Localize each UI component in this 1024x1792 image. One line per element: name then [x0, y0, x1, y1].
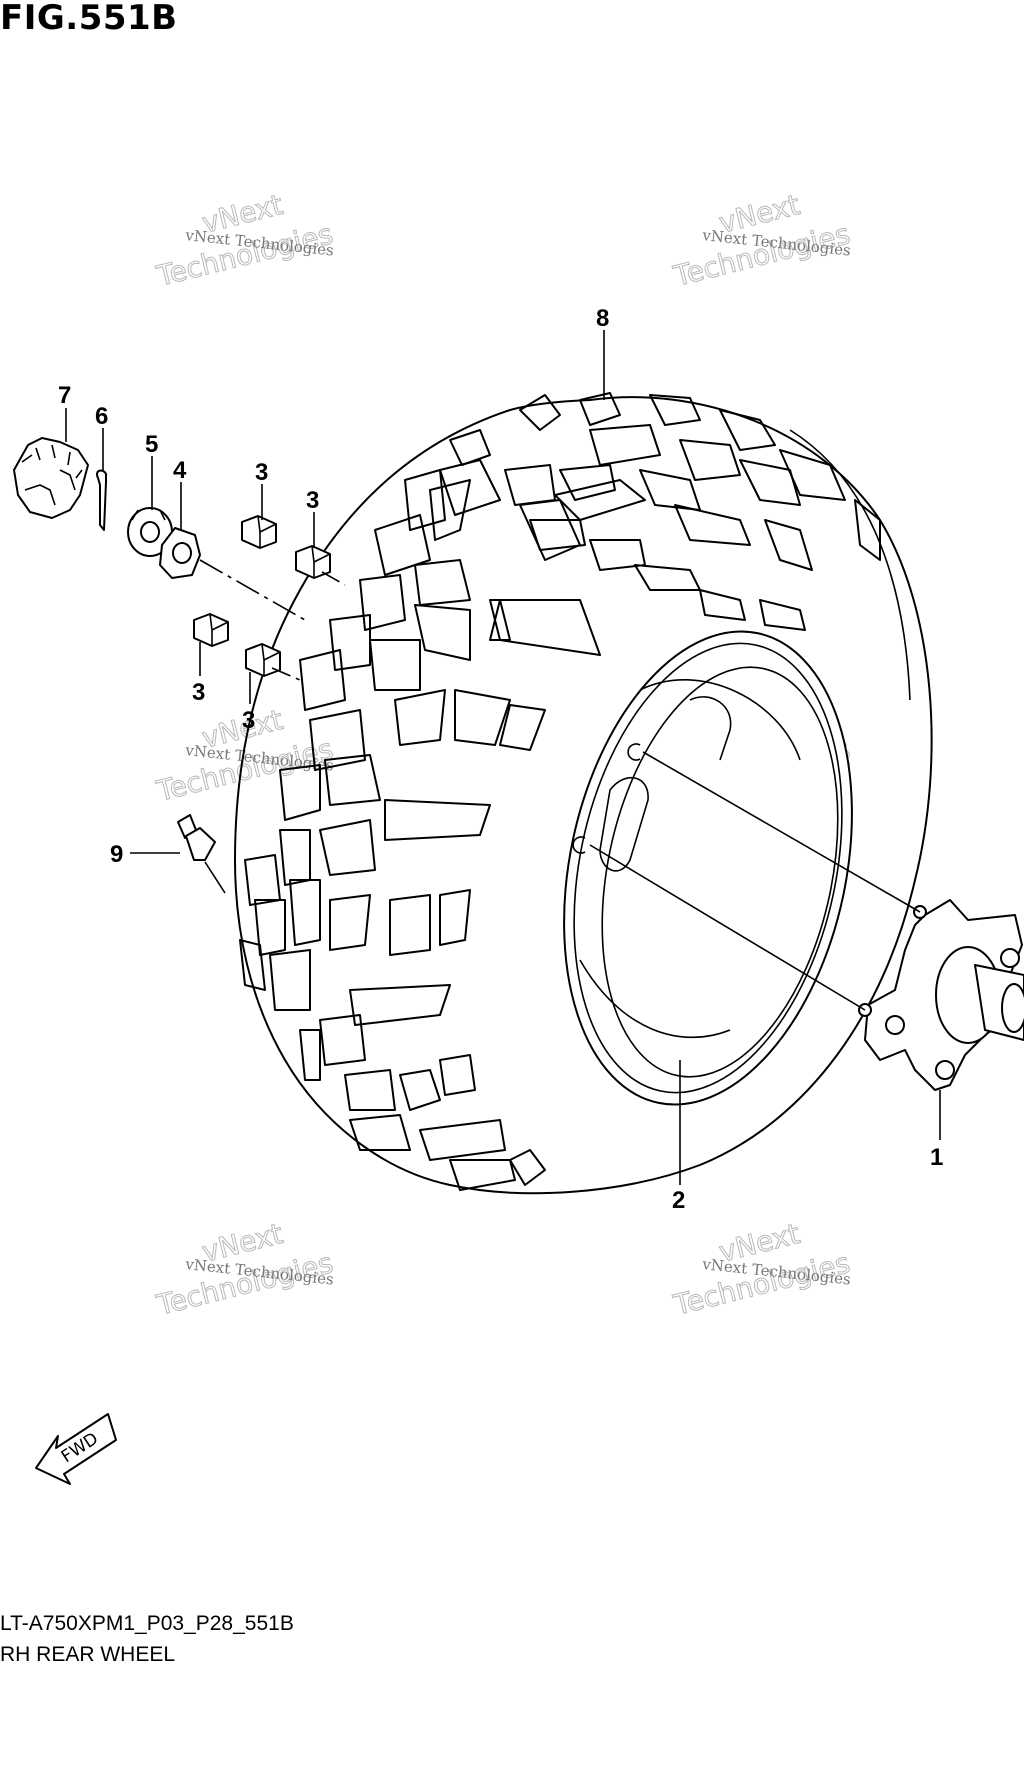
fwd-arrow-icon	[35, 1413, 117, 1485]
callout-wheel-nut: 3	[192, 679, 205, 706]
tread-lugs	[239, 392, 881, 1191]
figure-footer: LT-A750XPM1_P03_P28_551B RH REAR WHEEL	[0, 1608, 294, 1670]
wheel-nut	[295, 545, 331, 579]
valve-stem	[177, 814, 216, 861]
hub-stud	[935, 1060, 955, 1080]
wheel-nut	[241, 515, 277, 549]
rim-bolt-hole	[627, 743, 641, 761]
callouts: 1 2 3 3 3 3 4 5 6 7 8 9	[58, 305, 943, 1214]
callout-washer: 4	[173, 457, 187, 484]
rim-lip	[573, 642, 843, 1094]
callout-valve: 9	[110, 841, 123, 868]
callout-hub: 1	[930, 1144, 943, 1171]
axis-line	[321, 571, 346, 586]
forward-direction-indicator: FWD	[35, 1413, 117, 1485]
watermark: vNext Technologies vNext Technologies	[152, 1216, 336, 1322]
wheel-nut	[193, 613, 229, 647]
axis-line	[589, 844, 866, 1011]
axis-line	[199, 559, 306, 621]
rim-spoke-window	[599, 776, 649, 872]
hub-stud	[885, 1015, 905, 1035]
rim-inner-arc	[579, 959, 731, 1039]
figure-title: FIG.551B	[0, 0, 178, 38]
wheel-hub	[858, 899, 1024, 1091]
assembly-lines	[65, 330, 941, 1185]
callout-nut-cap: 7	[58, 382, 71, 409]
lock-washer	[159, 527, 201, 579]
callout-tire: 8	[596, 305, 609, 332]
rim-bolt-hole	[572, 836, 586, 854]
nut-cap	[13, 437, 89, 519]
tire-shoulder-line	[789, 429, 911, 701]
tire-drawing	[234, 392, 933, 1195]
wheel-nut	[245, 643, 281, 677]
leader-line	[204, 861, 226, 894]
tire-outline	[234, 396, 933, 1195]
watermark: vNext Technologies vNext Technologies	[669, 187, 853, 293]
wheel-rim	[563, 630, 853, 1106]
rim-inner-arc	[639, 679, 801, 761]
axis-line	[642, 751, 921, 913]
watermark: vNext Technologies vNext Technologies	[152, 187, 336, 293]
drawing-code: LT-A750XPM1_P03_P28_551B	[0, 1612, 294, 1635]
callout-rim: 2	[672, 1187, 685, 1214]
rim-spoke-window	[689, 696, 732, 761]
callout-cotter-pin: 6	[95, 403, 108, 430]
rim-inner	[601, 666, 839, 1078]
rim-outer	[563, 630, 853, 1106]
axis-line	[271, 667, 301, 681]
callout-wheel-nut: 3	[306, 487, 319, 514]
watermark: vNext Technologies vNext Technologies	[669, 1216, 853, 1322]
hub-spindle-end	[1001, 983, 1024, 1033]
figure-caption: RH REAR WHEEL	[0, 1643, 176, 1666]
hub-stud	[1000, 948, 1020, 968]
callout-wheel-nut: 3	[255, 459, 268, 486]
callout-wheel-nut: 3	[242, 707, 255, 734]
cotter-pin	[96, 469, 107, 531]
castle-nut	[127, 507, 173, 557]
callout-castle-nut: 5	[145, 431, 158, 458]
